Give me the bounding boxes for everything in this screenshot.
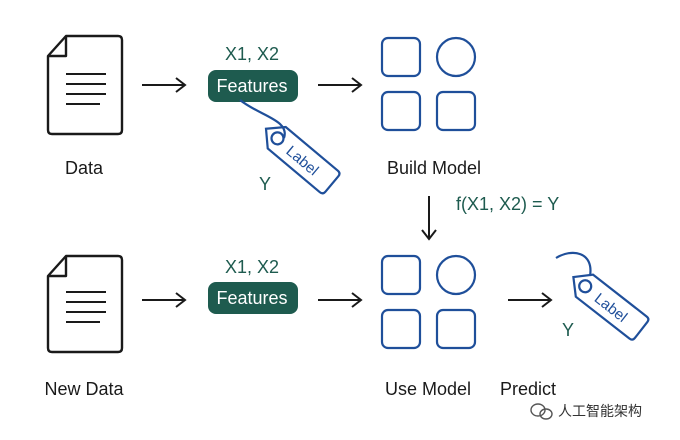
function-label: f(X1, X2) = Y	[456, 194, 559, 214]
y-label: Y	[259, 174, 271, 194]
tag-label-2: Label	[591, 290, 630, 326]
arrow-right-icon	[318, 292, 363, 308]
data-document-icon	[46, 34, 124, 136]
wechat-icon	[530, 403, 553, 420]
use-model-label: Use Model	[385, 379, 471, 399]
features-label-2: Features	[216, 288, 287, 308]
tag-label: Label	[283, 143, 322, 180]
arrow-right-icon	[318, 77, 363, 93]
data-label: Data	[65, 158, 104, 178]
features-label: Features	[216, 76, 287, 96]
features-vars-label: X1, X2	[225, 44, 279, 64]
arrow-right-icon	[142, 292, 187, 308]
arrow-right-icon	[508, 292, 553, 308]
arrow-down-icon	[421, 196, 437, 241]
watermark-text: 人工智能架构	[558, 404, 642, 420]
features-box-2	[208, 282, 298, 314]
features-vars-label-2: X1, X2	[225, 257, 279, 277]
arrow-right-icon	[142, 77, 187, 93]
label-tag-icon: Label	[239, 99, 341, 195]
new-data-label: New Data	[44, 379, 124, 399]
predict-label: Predict	[500, 379, 556, 399]
build-model-label: Build Model	[387, 158, 481, 178]
y-label-2: Y	[562, 320, 574, 340]
model-grid-icon	[380, 36, 477, 132]
features-box	[208, 70, 298, 102]
model-grid-icon-2	[380, 254, 477, 350]
new-data-document-icon	[46, 254, 124, 354]
